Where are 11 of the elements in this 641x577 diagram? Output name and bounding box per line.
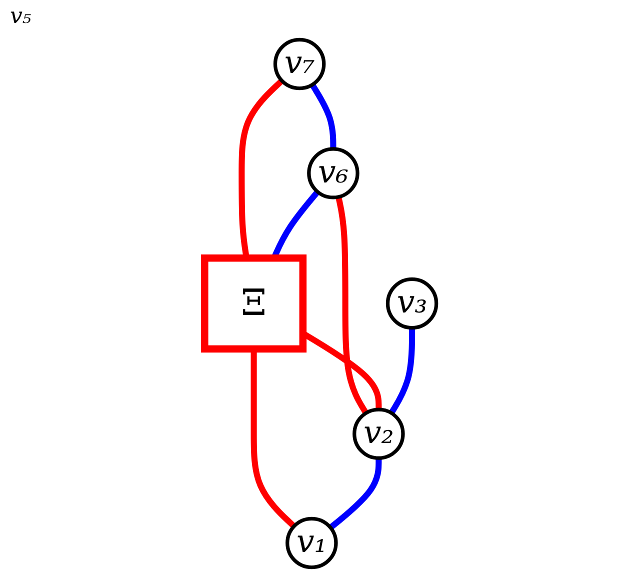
connector (336, 196, 369, 415)
connector (310, 83, 336, 149)
node-circle: v₁ (286, 516, 338, 570)
node-box: Ξ (201, 254, 307, 353)
node-circle: v₂ (352, 408, 405, 460)
connector (388, 328, 416, 415)
connector (328, 458, 382, 530)
node-circle: v₆ (307, 147, 360, 200)
node-circle: v₃ (386, 277, 438, 330)
node-circle: v₇ (273, 38, 326, 90)
vertex-label: v₅ (10, 4, 32, 29)
